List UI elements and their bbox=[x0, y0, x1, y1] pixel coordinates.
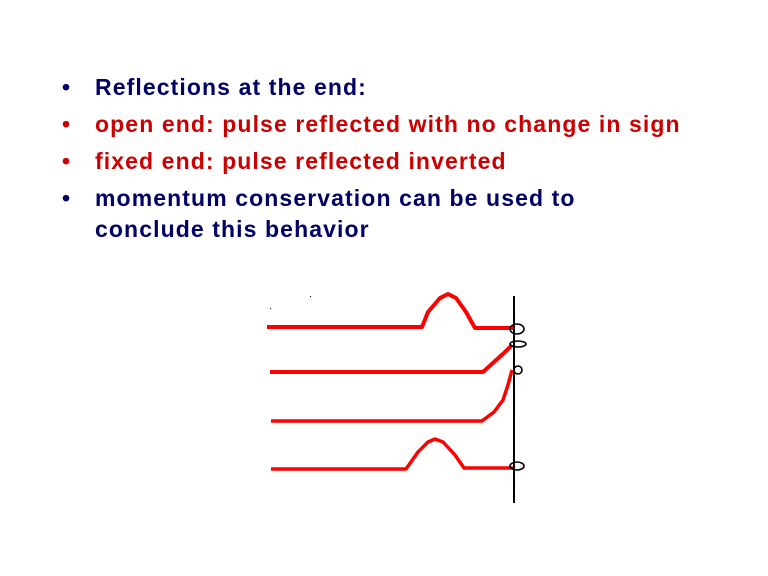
bullet-icon: • bbox=[62, 111, 72, 137]
stray-dot bbox=[270, 308, 271, 309]
ring-icon bbox=[509, 461, 525, 471]
ring-icon bbox=[509, 323, 525, 335]
stray-dot bbox=[310, 296, 311, 297]
ring-icon bbox=[509, 340, 527, 348]
bullet-text: Reflections at the end: bbox=[95, 74, 367, 100]
ring-icon bbox=[513, 365, 523, 375]
bullet-text: open end: pulse reflected with no change… bbox=[95, 111, 681, 137]
bullet-list: • Reflections at the end: • open end: puls… bbox=[62, 72, 742, 251]
string-pulse-arriving bbox=[270, 343, 514, 374]
bullet-item: • fixed end: pulse reflected inverted bbox=[62, 146, 742, 177]
bullet-text: momentum conservation can be used to con… bbox=[95, 185, 576, 242]
bullet-icon: • bbox=[62, 148, 72, 174]
bullet-icon: • bbox=[62, 185, 72, 211]
bullet-item: • open end: pulse reflected with no chang… bbox=[62, 109, 742, 140]
string-pulse-incoming bbox=[267, 292, 513, 330]
bullet-item: • momentum conservation can be used to co… bbox=[62, 183, 742, 245]
bullet-icon: • bbox=[62, 74, 72, 100]
bullet-text: fixed end: pulse reflected inverted bbox=[95, 148, 507, 174]
string-pulse-at-end bbox=[271, 369, 514, 423]
string-pulse-reflected bbox=[271, 437, 513, 471]
bullet-item: • Reflections at the end: bbox=[62, 72, 742, 103]
